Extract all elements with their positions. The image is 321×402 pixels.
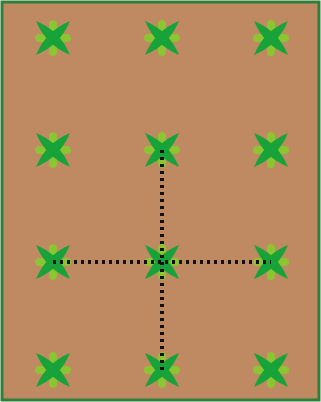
green-cross-plant-icon bbox=[32, 129, 73, 170]
green-cross-plant-icon bbox=[250, 349, 291, 390]
green-cross-plant-icon bbox=[32, 349, 73, 390]
green-cross-plant-icon bbox=[141, 17, 182, 58]
green-cross-plant-icon bbox=[250, 129, 291, 170]
green-cross-plant-icon bbox=[32, 17, 73, 58]
green-cross-plant-icon bbox=[250, 17, 291, 58]
